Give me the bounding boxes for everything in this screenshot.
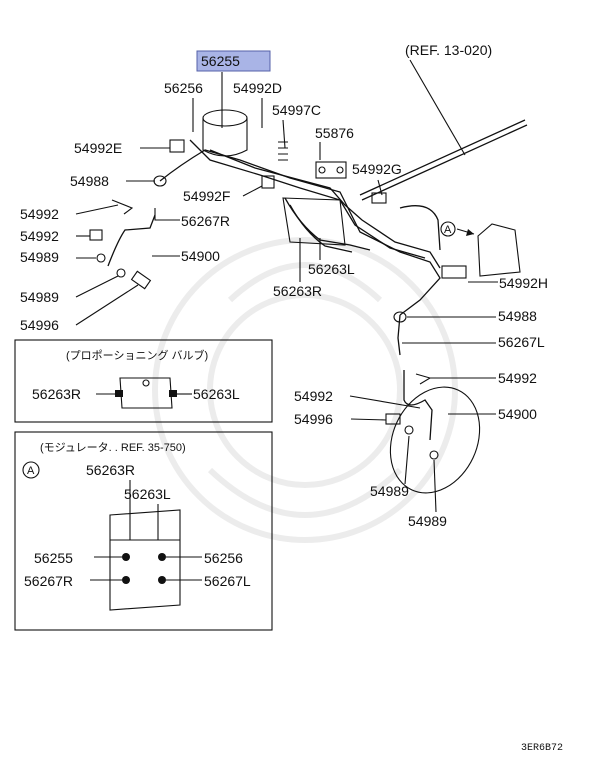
circle-a-marker	[440, 221, 456, 237]
part-54992H-label[interactable]: 54992H	[499, 275, 548, 291]
inset-circle-a-label: A	[27, 465, 35, 477]
clip-54992-left2	[89, 229, 103, 241]
part-56256-label[interactable]: 56256	[164, 80, 203, 96]
part-54900-left-label[interactable]: 54900	[181, 248, 220, 264]
valve-fitting-left	[115, 390, 123, 397]
part-54989-right2-label[interactable]: 54989	[408, 513, 447, 529]
port-56255	[122, 553, 130, 561]
inset-56267L-label[interactable]: 56267L	[204, 573, 251, 589]
part-56263L-label[interactable]: 56263L	[308, 261, 355, 277]
ref-leader-line	[409, 59, 466, 156]
part-54900-right-label[interactable]: 54900	[498, 406, 537, 422]
part-56267L-label[interactable]: 56267L	[498, 334, 545, 350]
drawing-code: 3ER6B72	[521, 743, 563, 754]
washer-54989-mid	[404, 425, 414, 435]
flex-hose-right	[403, 370, 433, 441]
inset-modulator-title: (モジュレータ. . REF. 35-750)	[40, 441, 186, 454]
bolt-54996-mid	[385, 413, 401, 425]
washer-54989-left2	[116, 268, 126, 278]
inset-56263L-label[interactable]: 56263L	[124, 486, 171, 502]
leader-54997C	[282, 119, 286, 149]
clip-54992-right	[415, 373, 432, 385]
inset-modulator: (モジュレータ. . REF. 35-750) A 56263R 56263L …	[14, 431, 273, 631]
part-56267R-label[interactable]: 56267R	[181, 213, 230, 229]
part-55876-label[interactable]: 55876	[315, 125, 354, 141]
part-54989-left-label[interactable]: 54989	[20, 249, 59, 265]
part-54992-left2-label[interactable]: 54992	[20, 228, 59, 244]
part-54988-top-label[interactable]: 54988	[70, 173, 109, 189]
proportioning-valve-body	[282, 197, 346, 246]
ref-13-020-label: (REF. 13-020)	[405, 42, 492, 58]
part-54992-mid-label[interactable]: 54992	[294, 388, 333, 404]
part-56255-label[interactable]: 56255	[201, 53, 240, 69]
inset-56267R-label[interactable]: 56267R	[24, 573, 73, 589]
spring-54997C	[278, 141, 288, 161]
arrow-head	[466, 229, 474, 236]
valve-port	[142, 379, 150, 387]
part-54989-right-label[interactable]: 54989	[370, 483, 409, 499]
clip-54992H	[441, 265, 467, 279]
clip-54992F	[261, 175, 275, 189]
part-54992-right-label[interactable]: 54992	[498, 370, 537, 386]
port-56267R	[122, 576, 130, 584]
part-54992G-label[interactable]: 54992G	[352, 161, 402, 177]
leader-54992-mid	[349, 395, 421, 409]
inset-valve-right-label[interactable]: 56263L	[193, 386, 240, 402]
part-56255-highlight-box[interactable]	[196, 50, 271, 72]
flex-hose-left	[107, 214, 156, 267]
brake-pipe-bundle	[159, 139, 441, 316]
leader-54989-right2	[433, 459, 437, 513]
part-54988-right-label[interactable]: 54988	[498, 308, 537, 324]
part-54992E-label[interactable]: 54992E	[74, 140, 122, 156]
inset-circle-a	[22, 461, 40, 479]
valve-fitting-right	[169, 390, 177, 397]
modulator-outline-right	[477, 223, 521, 277]
clip-54992-left	[111, 199, 134, 215]
inset-proportioning-valve: (プロポーショニング バルブ) 56263R 56263L	[14, 339, 273, 423]
part-54992F-label[interactable]: 54992F	[183, 188, 230, 204]
circle-a-label: A	[444, 224, 452, 236]
inset-56255-label[interactable]: 56255	[34, 550, 73, 566]
part-56263R-label[interactable]: 56263R	[273, 283, 322, 299]
modulator-block	[109, 509, 181, 611]
inset-56256-label[interactable]: 56256	[204, 550, 243, 566]
leader-54989-left2	[75, 275, 119, 298]
inset-valve-left-label[interactable]: 56263R	[32, 386, 81, 402]
valve-body	[119, 377, 173, 409]
ref-pipe	[359, 119, 528, 201]
part-54996-mid-label[interactable]: 54996	[294, 411, 333, 427]
leader-54992-left	[75, 204, 119, 215]
pipe-right-down	[397, 314, 401, 356]
grommet-54988	[153, 175, 167, 187]
caliper-outline	[389, 386, 481, 494]
watermark-emblem	[152, 237, 458, 543]
part-54989-left2-label[interactable]: 54989	[20, 289, 59, 305]
leader-54996-left	[75, 284, 139, 326]
leader-54996-mid	[350, 418, 387, 421]
clip-54992G	[371, 192, 387, 204]
bracket-55876	[315, 161, 347, 179]
port-56267L	[158, 576, 166, 584]
leader-56267R	[154, 208, 180, 221]
part-54992D-label[interactable]: 54992D	[233, 80, 282, 96]
leader-54992F	[242, 185, 263, 197]
inset-56263R-label[interactable]: 56263R	[86, 462, 135, 478]
clip-54992E	[169, 139, 185, 153]
leader-54989-right	[404, 435, 410, 485]
part-54992-left-label[interactable]: 54992	[20, 206, 59, 222]
port-56256	[158, 553, 166, 561]
grommet-54988-right	[393, 311, 407, 323]
bolt-54996-left	[130, 270, 152, 290]
inset-valve-title: (プロポーショニング バルブ)	[66, 348, 208, 362]
part-54997C-label[interactable]: 54997C	[272, 102, 321, 118]
part-54996-left-label[interactable]: 54996	[20, 317, 59, 333]
modulator-canister	[202, 109, 248, 157]
washer-54989-caliper	[429, 450, 439, 460]
washer-54989-left	[96, 253, 106, 263]
